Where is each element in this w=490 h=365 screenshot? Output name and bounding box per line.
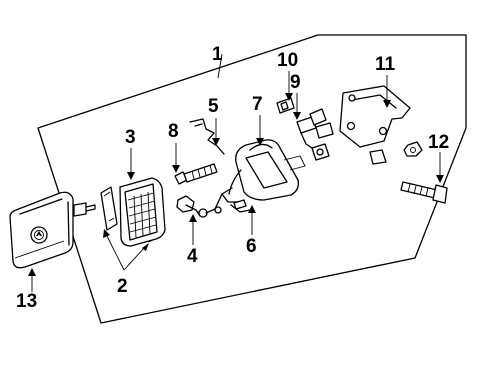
gasket-left [100, 186, 118, 231]
lens-cover [9, 191, 74, 269]
hex-nut [403, 141, 423, 157]
wiring-harness [205, 187, 251, 214]
spring-clip [189, 118, 225, 155]
bulb-socket [176, 195, 208, 218]
callout-1: 1 [212, 44, 223, 65]
assembly-boundary [37, 34, 467, 324]
callout-4: 4 [187, 246, 198, 267]
callout-12: 12 [428, 132, 449, 153]
callout-7: 7 [252, 94, 263, 115]
callout-8: 8 [168, 121, 179, 142]
callout-13: 13 [16, 291, 37, 312]
mounting-bolt [174, 163, 218, 185]
callout-2: 2 [117, 276, 128, 297]
callout-3: 3 [125, 127, 136, 148]
mounting-bracket [339, 85, 411, 165]
callout-9: 9 [290, 72, 301, 93]
screw-small-left [73, 202, 96, 217]
callout-5: 5 [208, 96, 219, 117]
callout-6: 6 [246, 236, 257, 257]
connector-socket [276, 97, 295, 114]
callout-10: 10 [277, 50, 298, 71]
callout-11: 11 [375, 54, 396, 75]
lamp-body [228, 139, 306, 201]
lamp-housing [119, 177, 166, 247]
connector-assembly [296, 108, 334, 161]
long-bolt [400, 181, 448, 204]
